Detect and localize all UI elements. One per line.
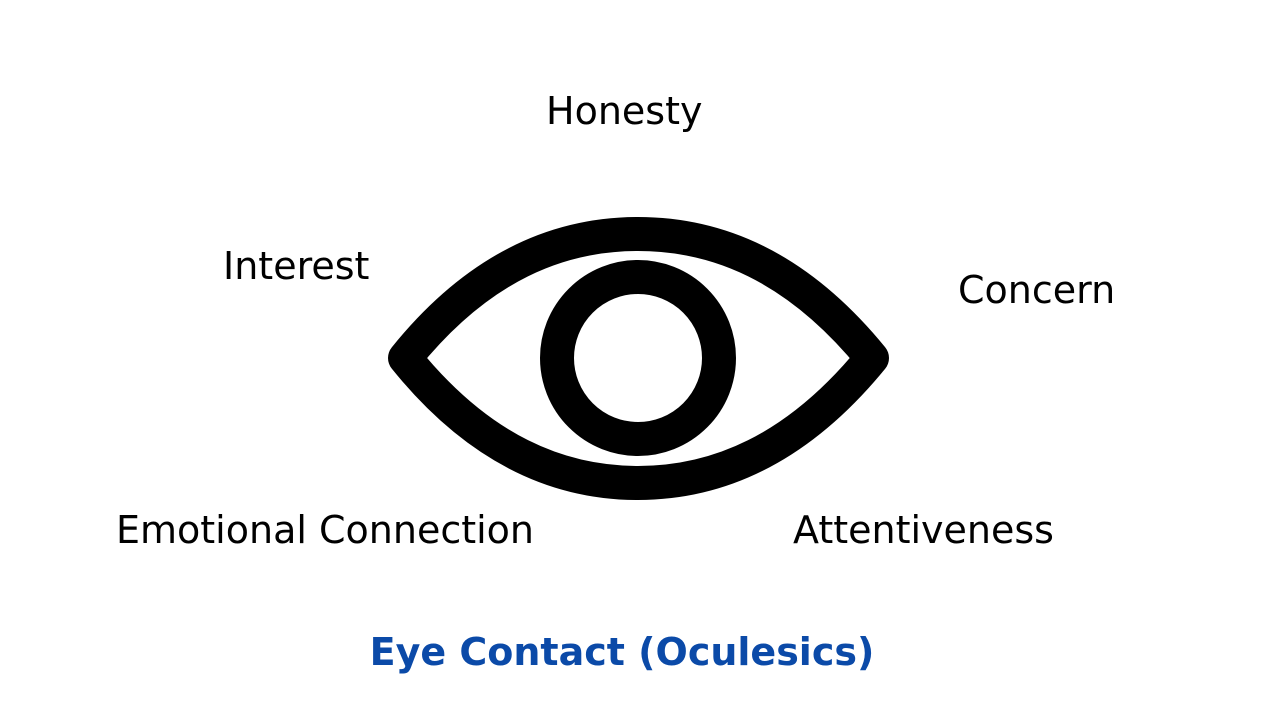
label-concern: Concern bbox=[958, 268, 1116, 312]
eye-pupil bbox=[540, 260, 736, 456]
label-honesty: Honesty bbox=[546, 89, 703, 133]
label-attentiveness: Attentiveness bbox=[793, 508, 1054, 552]
caption-title: Eye Contact (Oculesics) bbox=[369, 630, 875, 674]
label-emotional-connection: Emotional Connection bbox=[116, 508, 534, 552]
eye-outline bbox=[388, 217, 889, 500]
eye-icon bbox=[388, 217, 889, 500]
label-interest: Interest bbox=[223, 244, 370, 288]
